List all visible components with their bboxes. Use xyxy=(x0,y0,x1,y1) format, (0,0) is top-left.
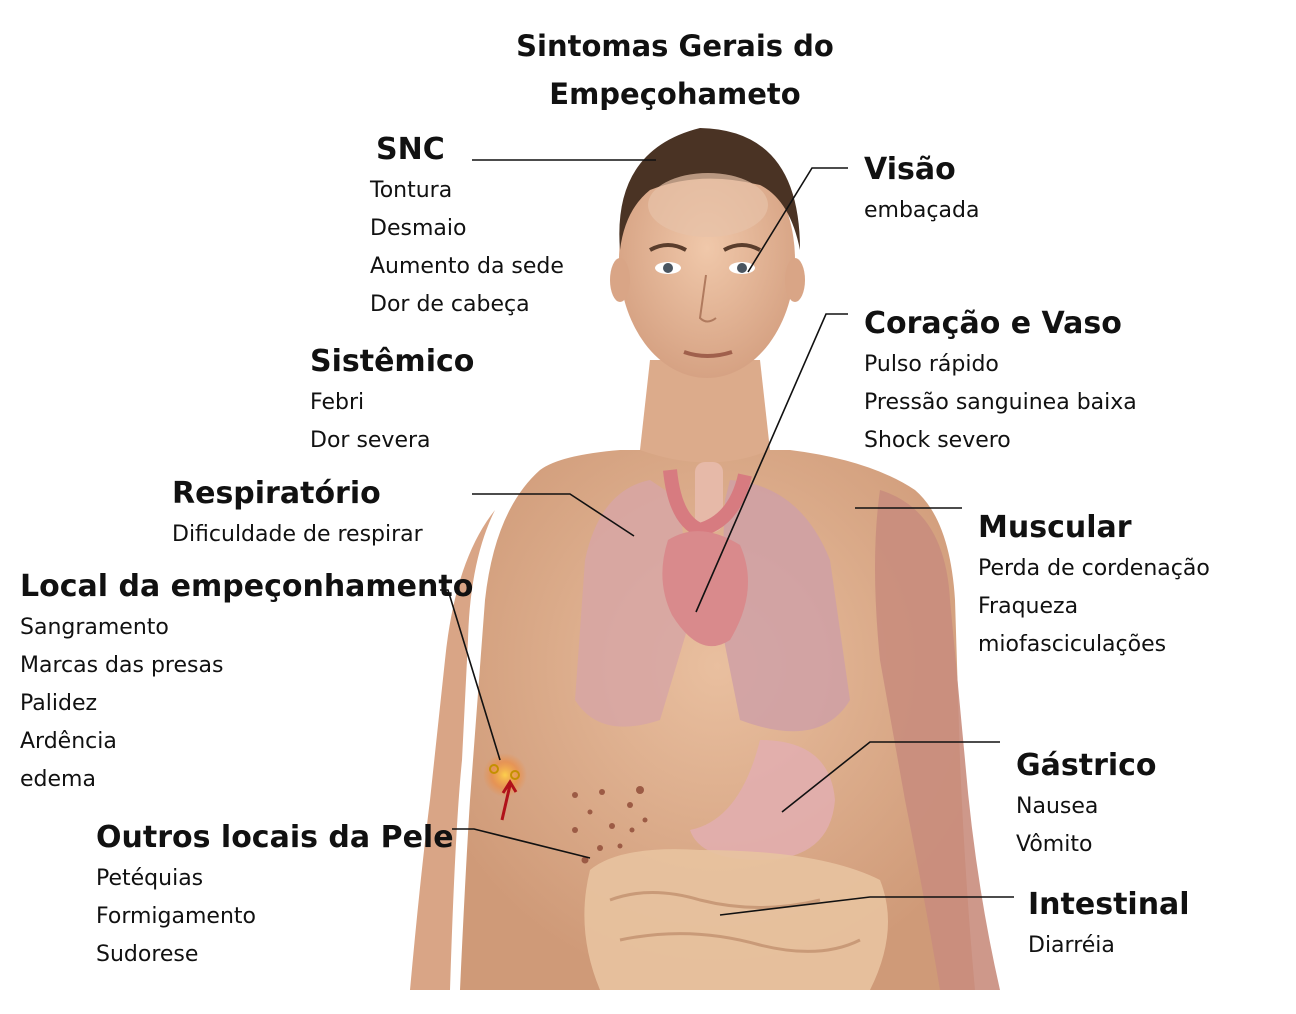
symptom-list: Dificuldade de respirar xyxy=(172,516,423,554)
symptom-item: Fraqueza xyxy=(978,588,1210,626)
symptom-list: embaçada xyxy=(864,192,979,230)
symptom-item: Tontura xyxy=(370,172,564,210)
title-line-2: Empeçohameto xyxy=(470,70,880,118)
symptom-list: Tontura Desmaio Aumento da sede Dor de c… xyxy=(370,172,564,324)
symptom-item: Aumento da sede xyxy=(370,248,564,286)
symptom-group-sistemico: Sistêmico Febri Dor severa xyxy=(310,342,474,460)
symptom-item: Pressão sanguinea baixa xyxy=(864,384,1137,422)
symptom-item: Sudorese xyxy=(96,936,454,974)
symptom-list: Pulso rápido Pressão sanguinea baixa Sho… xyxy=(864,346,1137,460)
symptom-item: Nausea xyxy=(1016,788,1157,826)
symptom-group-snc: SNC Tontura Desmaio Aumento da sede Dor … xyxy=(376,130,564,324)
symptom-item: Petéquias xyxy=(96,860,454,898)
symptom-list: Perda de cordenação Fraqueza miofascicul… xyxy=(978,550,1210,664)
symptom-item: miofasciculações xyxy=(978,626,1210,664)
symptom-list: Nausea Vômito xyxy=(1016,788,1157,864)
symptom-list: Petéquias Formigamento Sudorese xyxy=(96,860,454,974)
symptom-group-outros: Outros locais da Pele Petéquias Formigam… xyxy=(96,818,454,974)
symptom-group-coracao: Coração e Vaso Pulso rápido Pressão sang… xyxy=(864,304,1137,460)
group-heading: Visão xyxy=(864,150,979,190)
symptom-item: Dificuldade de respirar xyxy=(172,516,423,554)
group-heading: Respiratório xyxy=(172,474,423,514)
symptom-group-gastrico: Gástrico Nausea Vômito xyxy=(1016,746,1157,864)
symptom-item: Palidez xyxy=(20,685,473,723)
group-heading: Gástrico xyxy=(1016,746,1157,786)
symptom-group-intestinal: Intestinal Diarréia xyxy=(1028,885,1190,965)
symptom-item: Marcas das presas xyxy=(20,647,473,685)
symptom-item: embaçada xyxy=(864,192,979,230)
symptom-group-muscular: Muscular Perda de cordenação Fraqueza mi… xyxy=(978,508,1210,664)
group-heading: Outros locais da Pele xyxy=(96,818,454,858)
group-heading: SNC xyxy=(376,130,564,170)
symptom-list: Febri Dor severa xyxy=(310,384,474,460)
symptom-group-visao: Visão embaçada xyxy=(864,150,979,230)
intestines xyxy=(584,849,888,990)
group-heading: Coração e Vaso xyxy=(864,304,1137,344)
symptom-item: Diarréia xyxy=(1028,927,1190,965)
symptom-item: Desmaio xyxy=(370,210,564,248)
diagram-title: Sintomas Gerais do Empeçohameto xyxy=(470,22,880,118)
title-line-1: Sintomas Gerais do xyxy=(470,22,880,70)
symptom-item: Dor de cabeça xyxy=(370,286,564,324)
symptom-item: Shock severo xyxy=(864,422,1137,460)
symptom-item: Perda de cordenação xyxy=(978,550,1210,588)
symptom-item: Formigamento xyxy=(96,898,454,936)
group-heading: Local da empeçonhamento xyxy=(20,567,473,607)
symptom-item: Pulso rápido xyxy=(864,346,1137,384)
symptom-item: Ardência xyxy=(20,723,473,761)
symptom-item: Vômito xyxy=(1016,826,1157,864)
group-heading: Sistêmico xyxy=(310,342,474,382)
symptom-item: Dor severa xyxy=(310,422,474,460)
symptom-group-local: Local da empeçonhamento Sangramento Marc… xyxy=(20,567,473,799)
symptom-group-respiratorio: Respiratório Dificuldade de respirar xyxy=(172,474,423,554)
group-heading: Muscular xyxy=(978,508,1210,548)
symptom-item: Sangramento xyxy=(20,609,473,647)
symptom-list: Diarréia xyxy=(1028,927,1190,965)
symptom-item: Febri xyxy=(310,384,474,422)
symptom-item: edema xyxy=(20,761,473,799)
symptom-list: Sangramento Marcas das presas Palidez Ar… xyxy=(20,609,473,799)
brain-overlay xyxy=(648,173,768,237)
group-heading: Intestinal xyxy=(1028,885,1190,925)
